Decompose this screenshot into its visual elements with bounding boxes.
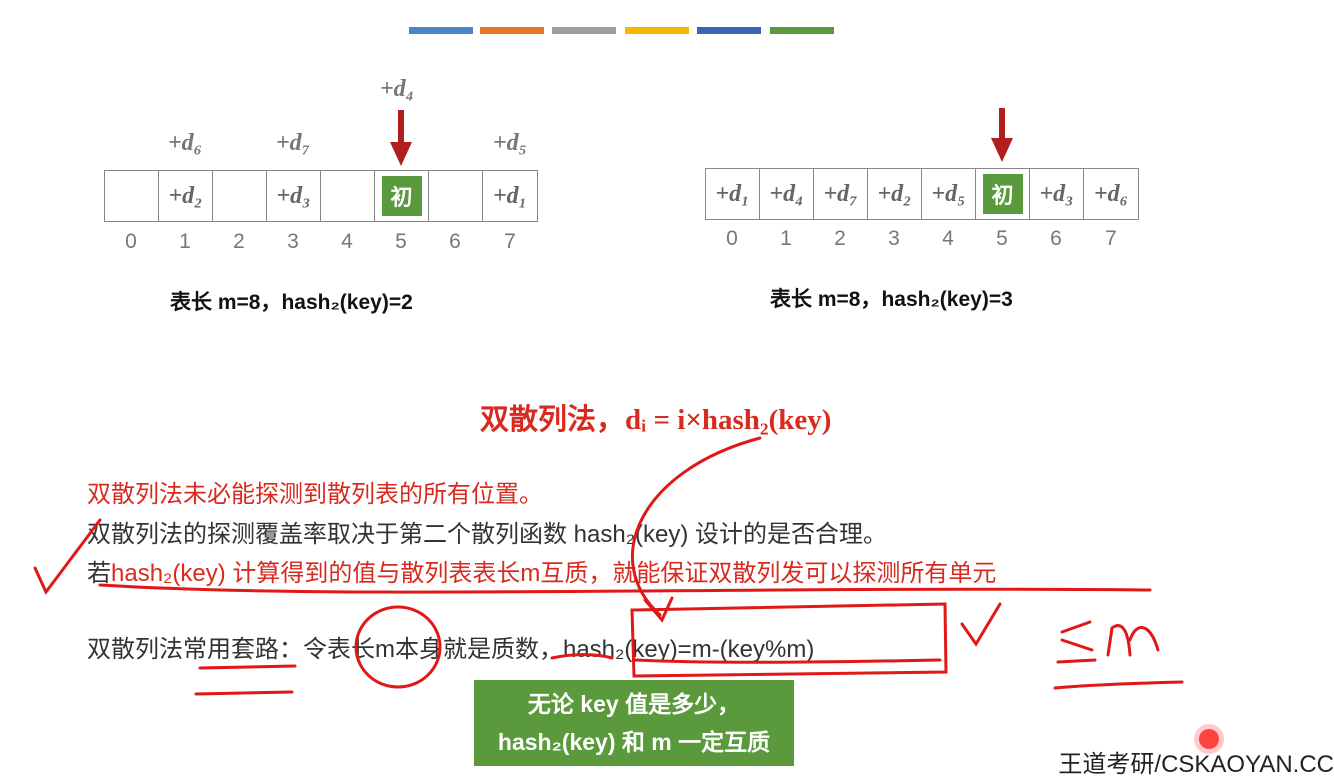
- right-index-4: 4: [942, 227, 954, 250]
- left-table-caption: 表长 m=8，hash₂(key)=2: [170, 291, 413, 314]
- right-index-7: 7: [1105, 227, 1117, 250]
- right-cell-3: +d₂: [867, 168, 922, 220]
- left-above-label-d5: +d₅: [492, 130, 528, 156]
- title-color-bar-1: [409, 27, 473, 34]
- right-cell-6: +d₃: [1029, 168, 1084, 220]
- double-hashing-formula: 双散列法，dᵢ = i×hash₂(key): [480, 404, 832, 436]
- text-line-3-rest: hash₂(key) 计算得到的值与散列表表长m互质，就能保证双散列发可以探测所…: [111, 560, 997, 587]
- left-cell-4: [320, 170, 375, 222]
- left-hash-table: +d₂ +d₃ 初 +d₁: [104, 170, 538, 222]
- left-cell-1: +d₂: [158, 170, 213, 222]
- right-red-arrow-icon: [991, 108, 1013, 162]
- right-cell-1: +d₄: [759, 168, 814, 220]
- left-above-label-d6: +d₆: [167, 130, 203, 156]
- coprime-note-line-2: hash₂(key) 和 m 一定互质: [497, 729, 771, 755]
- text-line-2: 双散列法的探测覆盖率取决于第二个散列函数 hash₂(key) 设计的是否合理。: [87, 521, 888, 548]
- left-index-0: 0: [125, 230, 137, 253]
- right-index-0: 0: [726, 227, 738, 250]
- right-index-1: 1: [780, 227, 792, 250]
- left-cell-2: [212, 170, 267, 222]
- text-line-3: 若hash₂(key) 计算得到的值与散列表表长m互质，就能保证双散列发可以探测…: [87, 553, 996, 588]
- left-index-3: 3: [287, 230, 299, 253]
- right-cell-0: +d₁: [705, 168, 760, 220]
- underline-leq-m: [1053, 680, 1184, 690]
- title-color-bar-4: [625, 27, 689, 34]
- left-above-label-d7: +d₇: [275, 130, 311, 156]
- right-cell-4: +d₅: [921, 168, 976, 220]
- left-red-arrow-icon: [390, 110, 412, 166]
- coprime-note-box: 无论 key 值是多少， hash₂(key) 和 m 一定互质: [474, 680, 794, 766]
- cell-label: +d₃: [276, 182, 311, 209]
- right-cell-5: 初: [975, 168, 1030, 220]
- underline-common-routine-1: [198, 664, 297, 670]
- title-color-bar-5: [697, 27, 761, 34]
- right-index-6: 6: [1050, 227, 1062, 250]
- cell-label: +d₁: [492, 182, 528, 209]
- left-index-7: 7: [504, 230, 516, 253]
- text-line-4: 双散列法常用套路：令表长m本身就是质数，hash₂(key)=m-(key%m): [87, 636, 815, 663]
- text-line-3-prefix: 若: [87, 560, 111, 587]
- right-index-3: 3: [888, 227, 900, 250]
- right-index-5: 5: [996, 227, 1008, 250]
- curved-arrow-head-icon: [643, 596, 674, 623]
- right-index-2: 2: [834, 227, 846, 250]
- left-index-2: 2: [233, 230, 245, 253]
- handwriting-leq-m: [1056, 620, 1160, 664]
- left-cell-6: [428, 170, 483, 222]
- left-cell-7: +d₁: [482, 170, 538, 222]
- underline-common-routine-2: [194, 690, 294, 696]
- title-color-bar-2: [480, 27, 544, 34]
- left-index-4: 4: [341, 230, 353, 253]
- right-hash-table: +d₁ +d₄ +d₇ +d₂ +d₅ 初 +d₃ +d₆: [705, 168, 1139, 220]
- left-index-1: 1: [179, 230, 191, 253]
- initial-position-box: 初: [982, 174, 1023, 214]
- right-cell-7: +d₆: [1083, 168, 1139, 220]
- coprime-note-line-1: 无论 key 值是多少，: [527, 691, 741, 717]
- left-index-5: 5: [395, 230, 407, 253]
- left-index-6: 6: [449, 230, 461, 253]
- left-above-label-d4: +d₄: [379, 76, 415, 102]
- title-color-bar-6: [770, 27, 834, 34]
- cell-label: +d₂: [168, 182, 203, 209]
- right-cell-2: +d₇: [813, 168, 868, 220]
- left-cell-3: +d₃: [266, 170, 321, 222]
- left-cell-5: 初: [374, 170, 429, 222]
- text-line-1: 双散列法未必能探测到散列表的所有位置。: [87, 481, 543, 508]
- watermark: 王道考研/CSKAOYAN.CC: [1058, 751, 1334, 778]
- initial-position-box: 初: [381, 176, 422, 216]
- title-color-bar-3: [552, 27, 616, 34]
- left-cell-0: [104, 170, 159, 222]
- right-table-caption: 表长 m=8，hash₂(key)=3: [770, 288, 1013, 311]
- checkmark-right-icon: [960, 602, 1002, 647]
